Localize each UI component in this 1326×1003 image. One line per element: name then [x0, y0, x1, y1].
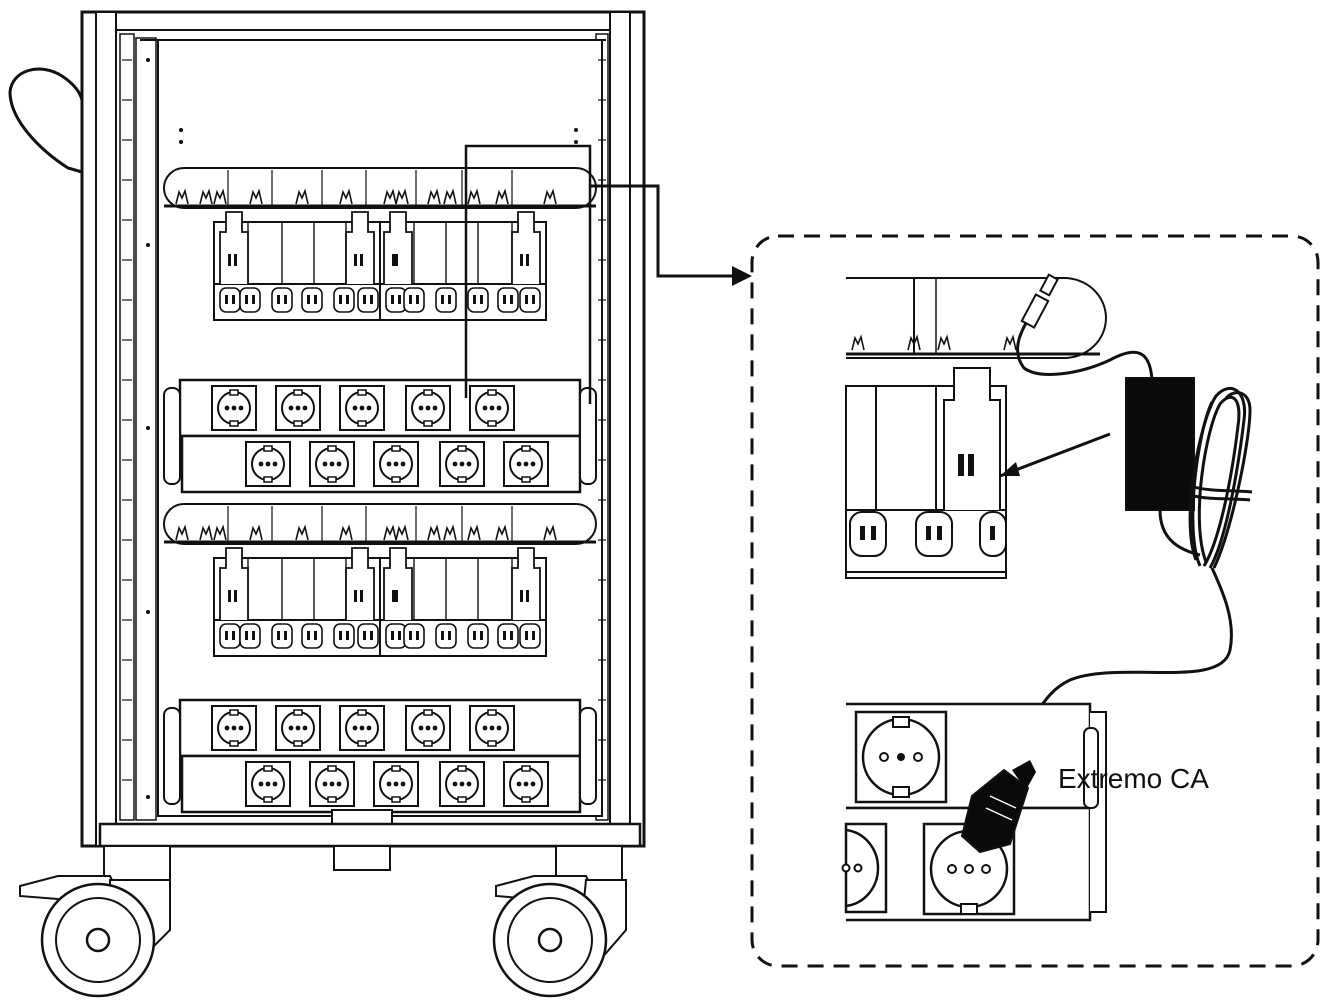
dc-plug	[1020, 273, 1059, 329]
lower-power-strip	[163, 698, 597, 814]
power-adapter	[1125, 377, 1195, 511]
callout-pointer	[590, 184, 752, 286]
lower-cable-tray	[163, 503, 597, 545]
zoom-callout: Extremo CA	[750, 234, 1320, 968]
upper-device-slots	[213, 211, 547, 321]
zoomed-cable-tray	[846, 277, 1107, 359]
ac-plug	[960, 760, 1036, 854]
zoomed-device-slot	[845, 367, 1007, 579]
lower-device-slots	[213, 547, 547, 657]
upper-power-strip	[163, 378, 597, 494]
routing-cable	[464, 144, 592, 404]
zoomed-power-strip	[841, 702, 1107, 922]
charging-cart	[8, 10, 646, 998]
slot-pointer-arrow	[999, 432, 1111, 478]
upper-cable-tray	[163, 167, 597, 209]
dc-cable	[1016, 299, 1154, 381]
ac-end-label: Extremo CA	[1058, 763, 1209, 794]
coiled-cord	[1188, 386, 1253, 569]
cart-handle	[8, 67, 84, 174]
right-caster	[492, 845, 627, 998]
left-caster	[19, 845, 171, 998]
